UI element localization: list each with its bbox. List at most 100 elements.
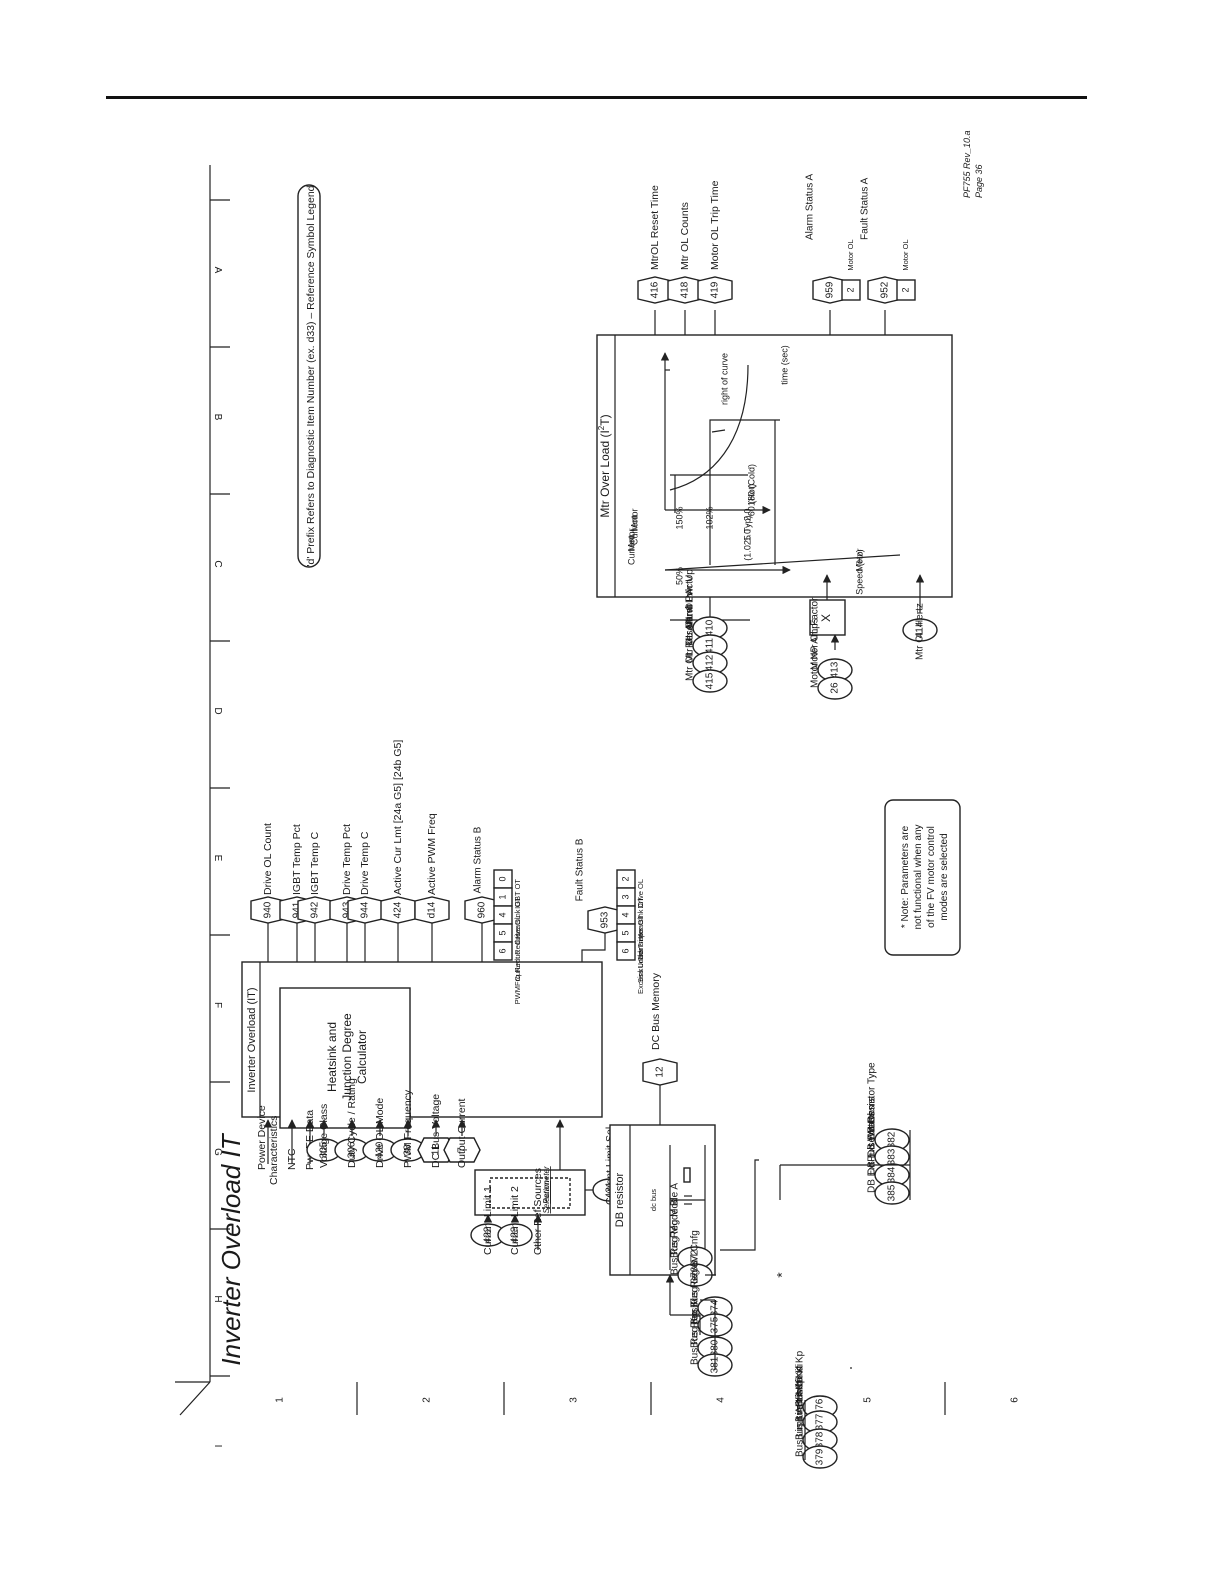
page-top-rule [106, 96, 1087, 99]
alarm-status-b-bit-number: 4 [497, 912, 507, 917]
mol-top-input-3-number: 415 [705, 672, 716, 689]
row-label-6: 6 [1010, 1397, 1021, 1403]
g2-x-axis [664, 554, 901, 571]
g1-ylabel-1: Motor [629, 508, 639, 531]
ioit-output-2-number: 942 [310, 901, 321, 918]
ioit-input-4-number: 306 [347, 1141, 358, 1158]
note-line-4: modes are selected [939, 833, 950, 920]
dc-bus-memory-number: 12 [655, 1066, 666, 1078]
g2-range-2: (1.025 Typ) [742, 515, 752, 560]
note-box: * Note: Parameters are not functional wh… [884, 799, 961, 956]
column-label-I: I [212, 1445, 223, 1448]
fault-status-b-bit-number: 6 [620, 948, 630, 953]
fault-status-a-bit-text: Motor OL [901, 239, 910, 270]
ioit-output-6-hexagon [414, 896, 450, 924]
alarm-status-b-bit-text: PWMFrq Reduc [513, 951, 522, 1005]
mol-hz-label: Mtr OL Hertz [915, 603, 926, 660]
db-resistor-param-2-label: DB Ext Watts [867, 1116, 878, 1175]
mol-title-end: T) [598, 414, 612, 425]
fault-status-a-number: 952 [880, 281, 891, 298]
g2-ylabel-2: Current [626, 534, 636, 565]
bus-limit-1-label: Bus Limit Kd [795, 1366, 806, 1422]
mol-output-1-label: Mtr OL Counts [679, 202, 691, 270]
bus-limit-3-label: Bus Limit ACR Kp [795, 1377, 806, 1457]
bus-limit-0-label: Bus Limit Kp [795, 1350, 806, 1407]
ioit-output-2-label: IGBT Temp C [309, 831, 321, 895]
alarm-status-a-label: Alarm Status A [805, 174, 816, 240]
mol-output-2-label: Motor OL Trip Time [709, 180, 721, 270]
note-line-3: of the FV motor control [926, 826, 937, 928]
db-resistor-param-2-number: 384 [887, 1166, 898, 1183]
fault-status-b-bit-cell [616, 941, 636, 961]
alarm-status-b-bit-number: 5 [497, 930, 507, 935]
fault-status-b-bit-text: Excess Load [636, 951, 645, 994]
row-label-4: 4 [716, 1397, 727, 1403]
db-dcbus-label: dc bus [649, 1189, 658, 1211]
g2-range-1: 1.0 - 2.0 [742, 508, 752, 541]
mol-top-input-1-label: Mtr OL at Pwr Up [685, 569, 696, 646]
db-resistor-param-3-label: DB ExtPulseWatts [867, 1112, 878, 1193]
mol-mult-input-1-ellipse [817, 676, 853, 700]
mol-top-input-3-label: Mtr OL Reset Lvl [685, 606, 696, 681]
g2-ylabel-1: Motor [626, 528, 636, 551]
ioit-output-6-label: Active PWM Freq [426, 813, 438, 895]
db-resistor-param-0-number: 382 [887, 1131, 898, 1148]
g2-xlabel-2: Speed (Hz) [854, 549, 864, 595]
alarm-status-b-bit-text: Heatsink OT [513, 897, 522, 939]
mol-output-0-label: MtrOL Reset Time [649, 185, 661, 270]
fault-b-line [581, 930, 606, 962]
dc-bus-memory-hexagon [642, 1058, 678, 1086]
mol-mult-input-1-number: 26 [830, 682, 841, 694]
alarm-status-b-bit-number: 6 [497, 948, 507, 953]
bus-reg-mode-0-number: 372 [690, 1249, 701, 1266]
ioit-title: Inverter Overload (IT) [246, 987, 258, 1092]
page-number: Page 36 [974, 164, 984, 198]
g2-xlabel-1: Motor [854, 548, 864, 571]
ioit-input-3-number: 305 [319, 1141, 330, 1158]
ioit-output-5-number: 424 [393, 901, 404, 918]
db-resistor-param-0-label: DB Resistor Type [867, 1062, 878, 1140]
dc-bus-memory-label: DC Bus Memory [650, 972, 662, 1050]
bus-limit-3-number: 379 [815, 1448, 826, 1465]
bus-limit-1-number: 377 [815, 1413, 826, 1430]
ioit-input-0-label: Power Device [256, 1105, 268, 1170]
mol-mult-input-1-label: Motor NP Amps [810, 618, 821, 688]
calc-line-1: Heatsink and [325, 1022, 339, 1092]
ioit-input-6-number: 38 [403, 1144, 414, 1156]
ioit-input-5-number: 420 [375, 1141, 386, 1158]
g2-50-label: 50% [674, 567, 684, 585]
fault-status-a-label: Fault Status A [860, 177, 871, 240]
mol-top-input-2-label: Mtr OL Alarm Lvl [685, 589, 696, 663]
inverter-overload-block: Inverter Overload (IT) Heatsink and Junc… [241, 740, 645, 1185]
db-resistor-title: DB resistor [614, 1172, 626, 1227]
fault-status-b-bit-text: Drive OL [636, 879, 645, 909]
mol-top-input-3-ellipse [692, 669, 728, 693]
column-label-C: C [212, 560, 223, 567]
fault-status-a-bit-cell [896, 279, 916, 301]
column-label-F: F [212, 1002, 223, 1008]
bus-reg-config-2-label: Bus Reg Ki [690, 1298, 701, 1348]
bus-limit-2-number: 378 [815, 1431, 826, 1448]
column-label-D: D [212, 707, 223, 714]
current-limit-input-1-number: 423 [510, 1226, 521, 1243]
column-label-A: A [212, 267, 223, 274]
legend-pill [297, 184, 321, 568]
fault-status-b-bit-number: 3 [620, 894, 630, 899]
alarm-status-a-number: 959 [825, 281, 836, 298]
g1-102-label: 102% [704, 506, 714, 529]
param-selection-label-2: Selection [542, 1180, 551, 1213]
bus-limit-3-ellipse [802, 1445, 838, 1469]
note-line-2: not functional when any [913, 824, 924, 929]
mol-hz-number: 414 [915, 621, 926, 638]
footnote-star: * [774, 1272, 790, 1278]
alarm-status-b-bit-number: 1 [497, 894, 507, 899]
ioit-input-7-pointer [417, 1137, 455, 1163]
column-label-G: G [212, 1148, 223, 1156]
fault-status-b-bit-text: Transistor OT [636, 915, 645, 961]
ioit-output-6-number: d14 [427, 901, 438, 918]
g1-time-hot: 60 (Hot) [746, 484, 756, 517]
rev-label: PF755 Rev_10.a [962, 130, 972, 198]
g2-derate [709, 419, 780, 565]
